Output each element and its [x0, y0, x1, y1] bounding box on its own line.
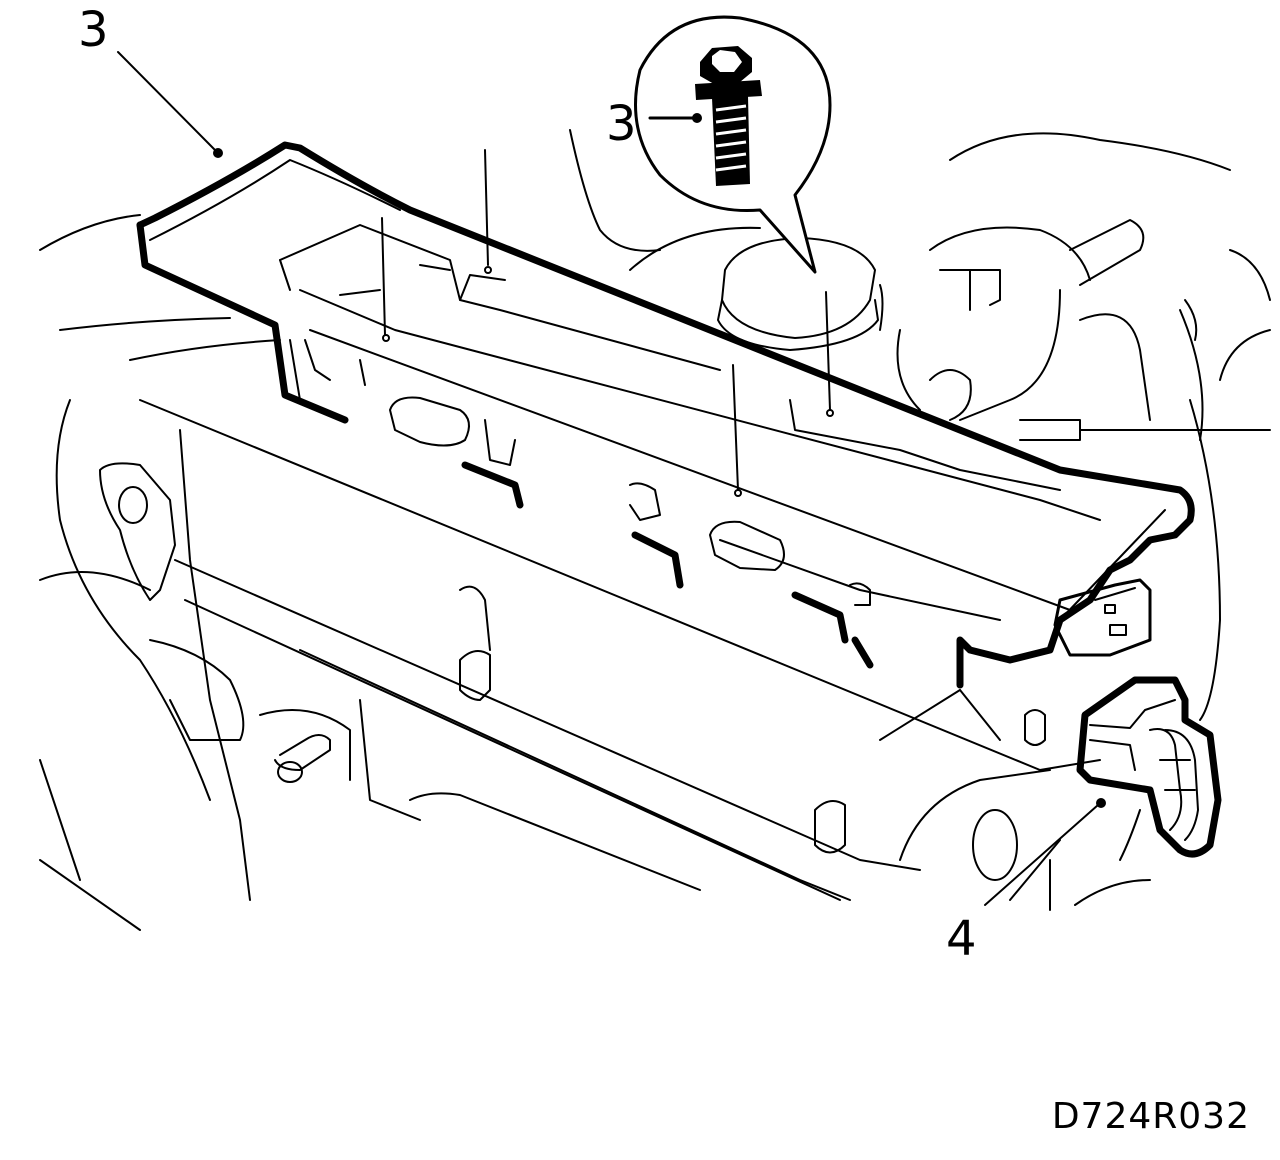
figure-id-label: D724R032: [1051, 1096, 1250, 1137]
bolt-detail-bubble: [634, 15, 832, 274]
engine-background: [39, 129, 1271, 931]
bolt-icon: [695, 46, 762, 186]
cover-connector: [1053, 578, 1152, 657]
engine-block: [99, 399, 1151, 911]
reservoir-cap: [717, 237, 884, 351]
engine-cover: [136, 141, 1195, 689]
callout-connector: 4: [946, 911, 977, 967]
callout-cover: 3: [78, 2, 109, 58]
callout-bolt: 3: [606, 96, 637, 152]
harness-connector: [1076, 676, 1222, 861]
leader-lines: [117, 51, 1106, 906]
